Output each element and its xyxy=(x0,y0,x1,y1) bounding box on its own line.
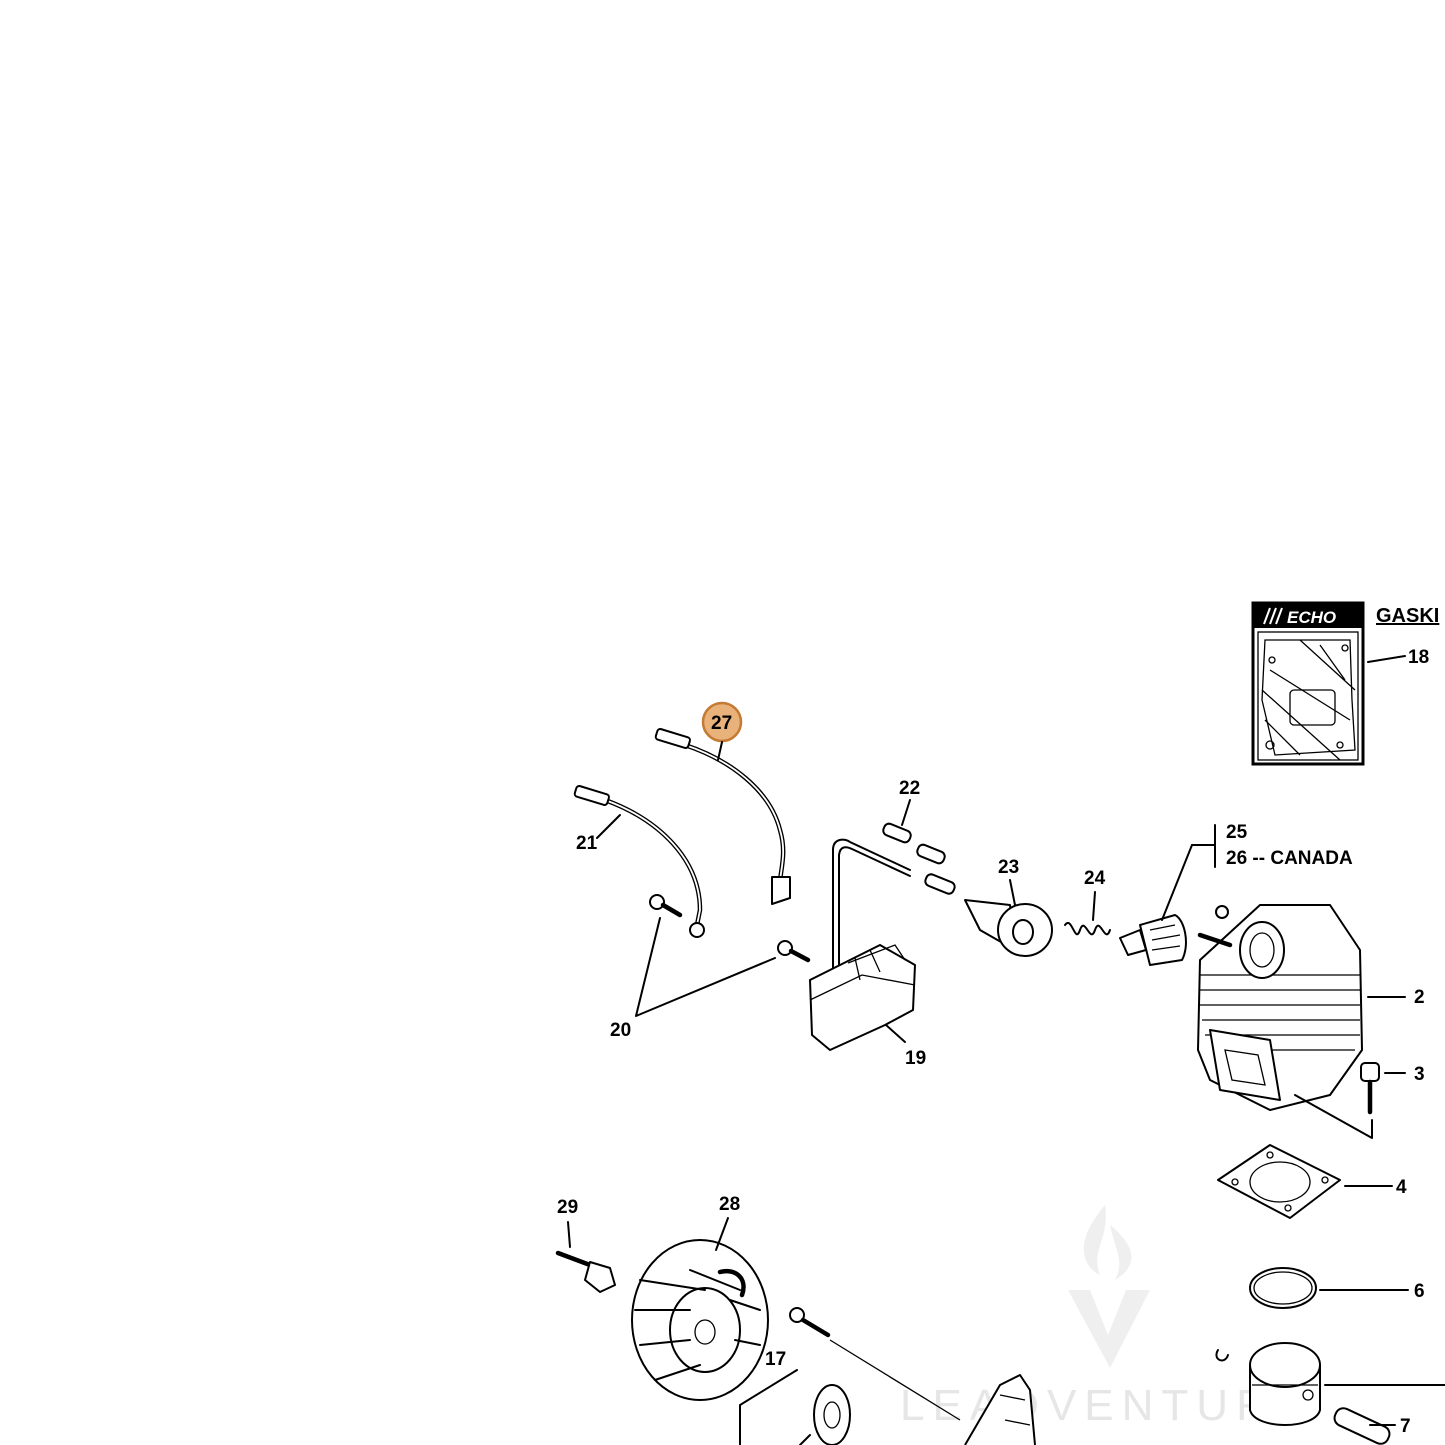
callout-17[interactable]: 17 xyxy=(765,1349,786,1370)
leader-24 xyxy=(1092,891,1096,921)
callout-3[interactable]: 3 xyxy=(1414,1064,1425,1085)
part-bearing[interactable] xyxy=(813,1384,851,1445)
part-17-screw[interactable] xyxy=(789,1307,831,1338)
leader-22 xyxy=(901,799,911,826)
gasket-kit-box[interactable]: ECHO xyxy=(1251,601,1365,766)
leader-28 xyxy=(715,1217,729,1251)
leader-20 xyxy=(635,917,776,1017)
callout-29[interactable]: 29 xyxy=(557,1197,578,1218)
part-19-ignition-coil[interactable] xyxy=(809,838,916,1051)
callout-19[interactable]: 19 xyxy=(905,1048,926,1069)
part-crankcase[interactable] xyxy=(964,1374,1036,1445)
watermark-text: LEADVENTURE xyxy=(900,1381,1313,1430)
callout-23[interactable]: 23 xyxy=(998,857,1019,878)
part-4-gasket[interactable] xyxy=(1217,1144,1341,1219)
leader-17 xyxy=(739,1369,798,1445)
part-27-wire[interactable] xyxy=(654,727,791,905)
callout-27[interactable]: 27 xyxy=(711,713,732,734)
part-20-screw-a[interactable] xyxy=(649,894,683,918)
leader-bearing xyxy=(799,1434,811,1445)
part-6-piston-ring[interactable] xyxy=(1249,1267,1317,1309)
callout-7[interactable]: 7 xyxy=(1400,1416,1411,1437)
leader-23 xyxy=(1009,879,1016,906)
leader-21 xyxy=(596,814,621,839)
part-23-plug-boot[interactable] xyxy=(964,899,1053,957)
callout-2[interactable]: 2 xyxy=(1414,987,1425,1008)
part-piston[interactable] xyxy=(1215,1342,1321,1426)
callout-21[interactable]: 21 xyxy=(576,833,598,854)
callout-25[interactable]: 25 xyxy=(1226,822,1248,843)
leader-25-26 xyxy=(1161,824,1216,921)
leader-17-screw xyxy=(829,1339,961,1421)
echo-logo-text: ECHO xyxy=(1287,608,1336,627)
callout-26[interactable]: 26 -- CANADA xyxy=(1226,848,1353,869)
callout-22[interactable]: 22 xyxy=(899,778,920,799)
part-25-spark-plug[interactable] xyxy=(1119,914,1187,966)
callout-18[interactable]: 18 xyxy=(1408,647,1429,668)
part-21-wire[interactable] xyxy=(573,784,705,938)
leader-18 xyxy=(1367,655,1406,663)
callout-24[interactable]: 24 xyxy=(1084,868,1106,889)
leader-29 xyxy=(567,1221,571,1248)
callout-6[interactable]: 6 xyxy=(1414,1281,1425,1302)
leader-3 xyxy=(1294,1072,1406,1139)
echo-logo-icon: ECHO xyxy=(1263,607,1336,627)
part-29-nut[interactable] xyxy=(555,1250,616,1293)
callout-28[interactable]: 28 xyxy=(719,1194,740,1215)
gasket-kit-title: GASKI xyxy=(1376,605,1439,627)
callout-4[interactable]: 4 xyxy=(1396,1177,1407,1198)
part-22-sleeves[interactable] xyxy=(882,822,956,895)
part-2-cylinder[interactable] xyxy=(1197,904,1363,1111)
leader-19 xyxy=(885,1024,906,1043)
watermark-logo-icon xyxy=(1068,1205,1150,1368)
leader-27 xyxy=(717,741,723,761)
part-7-piston-pin[interactable] xyxy=(1332,1406,1392,1445)
callout-20[interactable]: 20 xyxy=(610,1020,631,1041)
part-28-flywheel[interactable] xyxy=(631,1239,769,1401)
part-3-bolt[interactable] xyxy=(1360,1062,1380,1115)
part-20-screw-b[interactable] xyxy=(777,940,811,963)
part-24-spring[interactable] xyxy=(1064,921,1111,936)
